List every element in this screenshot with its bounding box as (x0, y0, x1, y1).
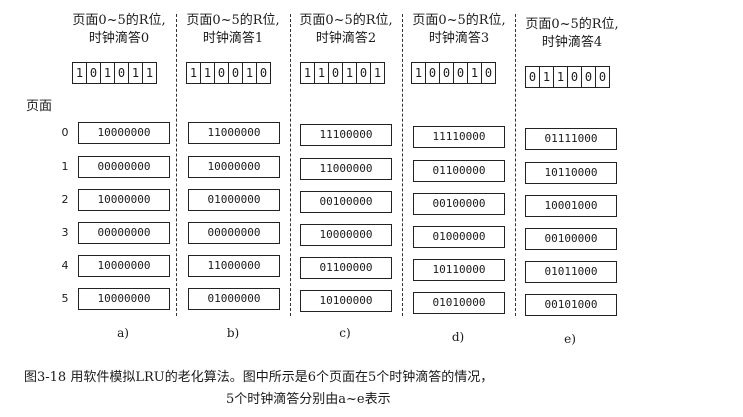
counter-box: 10110000 (525, 162, 617, 184)
r-bits-row: 1 1 0 1 0 1 (300, 62, 385, 84)
counter-box: 11000000 (300, 158, 392, 180)
r-bit: 0 (215, 63, 229, 83)
page-column-heading: 页面 (26, 99, 53, 114)
tick-header: 页面0~5的R位, 时钟滴答1 (178, 12, 288, 48)
tick-header: 页面0~5的R位, 时钟滴答0 (64, 12, 174, 48)
column-label: b) (226, 326, 240, 340)
counter-box: 11110000 (413, 126, 505, 148)
r-bit: 0 (484, 66, 493, 80)
page-number-1: 1 (61, 160, 69, 173)
r-bits-row: 1 0 1 0 1 1 (72, 62, 157, 84)
tick-header-line1: 页面0~5的R位, (412, 13, 506, 28)
tick-header-line2: 时钟滴答1 (202, 31, 264, 46)
r-bit: 0 (229, 63, 243, 83)
r-bit: 1 (73, 63, 87, 83)
r-bit: 0 (440, 63, 454, 83)
tick-header-line2: 时钟滴答2 (315, 31, 377, 46)
counter-box: 11100000 (300, 124, 392, 146)
column-separator-4 (515, 14, 516, 316)
counter-box: 10000000 (78, 122, 170, 144)
figure-caption-line1: 图3-18 用软件模拟LRU的老化算法。图中所示是6个页面在5个时钟滴答的情况， (24, 370, 494, 385)
column-label: a) (117, 326, 129, 340)
counter-box: 01011000 (525, 261, 617, 283)
r-bit: 0 (115, 63, 129, 83)
r-bit: 1 (468, 63, 482, 83)
counter-box: 10001000 (525, 195, 617, 217)
page-number-2: 2 (61, 193, 69, 206)
r-bit: 0 (329, 63, 343, 83)
tick-header-line1: 页面0~5的R位, (186, 13, 280, 28)
r-bit: 1 (101, 63, 115, 83)
column-label: c) (339, 326, 351, 340)
r-bits-row: 1 0 0 0 1 0 (411, 62, 496, 84)
counter-box: 11000000 (188, 122, 280, 144)
r-bit: 1 (315, 63, 329, 83)
counter-box: 10000000 (78, 288, 170, 310)
page-number-0: 0 (61, 126, 69, 139)
counter-box: 00100000 (525, 228, 617, 250)
r-bit: 1 (540, 67, 554, 87)
counter-box: 01111000 (525, 128, 617, 150)
counter-box: 00000000 (188, 222, 280, 244)
counter-box: 00100000 (413, 193, 505, 215)
column-separator-2 (290, 14, 291, 316)
counter-box: 00000000 (78, 156, 170, 178)
counter-box: 10000000 (78, 189, 170, 211)
tick-header-line1: 页面0~5的R位, (72, 13, 166, 28)
counter-box: 01100000 (413, 160, 505, 182)
tick-header-line1: 页面0~5的R位, (525, 17, 619, 32)
page-number-5: 5 (61, 292, 69, 305)
column-separator-1 (176, 14, 177, 316)
r-bit: 0 (426, 63, 440, 83)
tick-header: 页面0~5的R位, 时钟滴答2 (291, 12, 401, 48)
counter-box: 10000000 (300, 224, 392, 246)
r-bit: 0 (259, 66, 268, 80)
r-bit: 1 (301, 63, 315, 83)
counter-box: 01000000 (413, 226, 505, 248)
tick-header-line2: 时钟滴答0 (88, 31, 150, 46)
column-label: e) (564, 332, 576, 346)
counter-box: 01000000 (188, 189, 280, 211)
counter-box: 11000000 (188, 255, 280, 277)
r-bit: 1 (129, 63, 143, 83)
page-number-3: 3 (61, 226, 69, 239)
tick-header: 页面0~5的R位, 时钟滴答3 (404, 12, 514, 48)
r-bit: 0 (357, 63, 371, 83)
r-bit: 1 (373, 66, 382, 80)
column-label: d) (451, 330, 465, 344)
tick-header-line2: 时钟滴答3 (428, 31, 490, 46)
tick-header-line2: 时钟滴答4 (541, 35, 603, 50)
counter-box: 10000000 (78, 255, 170, 277)
tick-header: 页面0~5的R位, 时钟滴答4 (517, 16, 627, 52)
r-bit: 1 (343, 63, 357, 83)
counter-box: 10000000 (188, 156, 280, 178)
counter-box: 00000000 (78, 222, 170, 244)
counter-box: 00101000 (525, 294, 617, 316)
counter-box: 01010000 (413, 292, 505, 314)
figure-caption-line2: 5个时钟滴答分别由a~e表示 (226, 392, 391, 407)
counter-box: 00100000 (300, 191, 392, 213)
r-bit: 1 (187, 63, 201, 83)
r-bit: 1 (554, 67, 568, 87)
r-bit: 0 (582, 67, 596, 87)
counter-box: 10100000 (300, 290, 392, 312)
r-bit: 0 (87, 63, 101, 83)
r-bit: 1 (201, 63, 215, 83)
r-bit: 1 (412, 63, 426, 83)
r-bit: 0 (454, 63, 468, 83)
r-bits-row: 0 1 1 0 0 0 (525, 66, 610, 88)
counter-box: 01100000 (300, 257, 392, 279)
r-bits-row: 1 1 0 0 1 0 (186, 62, 271, 84)
counter-box: 10110000 (413, 259, 505, 281)
page-number-4: 4 (61, 259, 69, 272)
r-bit: 0 (526, 67, 540, 87)
r-bit: 0 (598, 70, 607, 84)
r-bit: 1 (243, 63, 257, 83)
tick-header-line1: 页面0~5的R位, (299, 13, 393, 28)
column-separator-3 (402, 14, 403, 316)
r-bit: 0 (568, 67, 582, 87)
r-bit: 1 (145, 66, 154, 80)
counter-box: 01000000 (188, 288, 280, 310)
